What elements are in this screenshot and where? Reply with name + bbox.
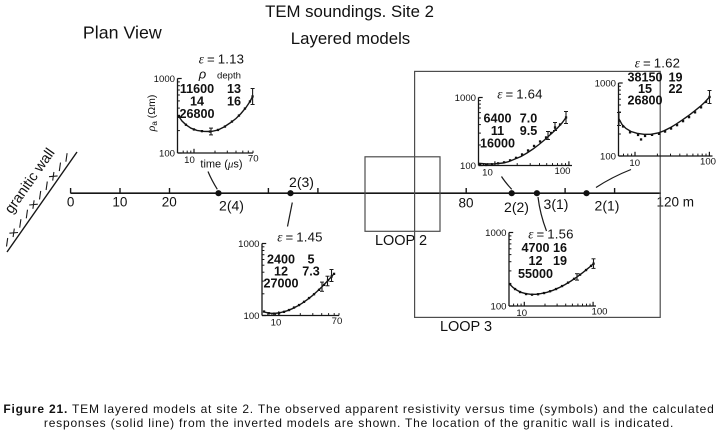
svg-text:2(2): 2(2) — [504, 199, 529, 215]
svg-text:16: 16 — [553, 241, 567, 255]
svg-text:12: 12 — [528, 254, 542, 268]
svg-text:19: 19 — [668, 71, 682, 85]
svg-text:depth: depth — [217, 70, 241, 81]
svg-text:100: 100 — [554, 166, 570, 177]
svg-text:10: 10 — [271, 317, 282, 328]
svg-text:26800: 26800 — [627, 94, 662, 108]
svg-text:9.5: 9.5 — [520, 124, 538, 138]
svg-text:100: 100 — [460, 161, 476, 172]
svg-text:granitic wall: granitic wall — [2, 146, 59, 217]
svg-text:10: 10 — [516, 308, 527, 319]
svg-text:100: 100 — [600, 151, 616, 162]
svg-text:TEM soundings. Site 2: TEM soundings. Site 2 — [265, 2, 434, 21]
svg-text:4700: 4700 — [521, 241, 549, 255]
svg-text:27000: 27000 — [263, 277, 298, 291]
svg-text:2(1): 2(1) — [595, 198, 620, 214]
svg-text:Plan View: Plan View — [83, 22, 162, 42]
svg-text:80: 80 — [458, 196, 473, 211]
svg-text:26800: 26800 — [179, 107, 214, 121]
svg-text:2(3): 2(3) — [289, 174, 314, 190]
svg-text:5: 5 — [307, 252, 314, 266]
svg-text:Layered models: Layered models — [291, 29, 410, 48]
svg-text:100: 100 — [700, 157, 716, 168]
svg-text:ε = 1.62: ε = 1.62 — [635, 56, 680, 71]
svg-text:LOOP 2: LOOP 2 — [375, 233, 427, 249]
svg-text:1000: 1000 — [154, 74, 175, 85]
svg-text:100: 100 — [243, 311, 259, 322]
svg-text:100: 100 — [490, 301, 506, 312]
svg-text:10: 10 — [112, 195, 127, 210]
svg-text:16: 16 — [227, 94, 241, 108]
svg-text:1000: 1000 — [238, 239, 259, 250]
svg-text:100: 100 — [159, 148, 175, 159]
svg-text:2400: 2400 — [267, 252, 295, 266]
svg-text:16000: 16000 — [480, 136, 515, 150]
svg-text:55000: 55000 — [518, 267, 553, 281]
svg-text:11: 11 — [491, 124, 504, 138]
svg-text:38150: 38150 — [627, 71, 662, 85]
svg-text:6400: 6400 — [483, 112, 511, 126]
svg-text:3(1): 3(1) — [544, 196, 569, 212]
svg-text:70: 70 — [332, 316, 343, 327]
svg-text:1000: 1000 — [485, 228, 506, 239]
svg-text:19: 19 — [553, 254, 567, 268]
svg-text:11600: 11600 — [180, 82, 214, 96]
svg-text:15: 15 — [638, 82, 652, 96]
svg-text:2(4): 2(4) — [219, 198, 244, 214]
svg-text:1000: 1000 — [595, 79, 616, 90]
svg-text:1000: 1000 — [455, 93, 476, 104]
svg-text:time (μs): time (μs) — [200, 159, 242, 171]
svg-text:12: 12 — [274, 265, 288, 279]
svg-text:13: 13 — [227, 82, 241, 96]
svg-text:22: 22 — [668, 82, 682, 96]
svg-text:7.0: 7.0 — [520, 112, 538, 126]
svg-text:ε = 1.64: ε = 1.64 — [497, 87, 542, 102]
svg-text:20: 20 — [162, 195, 177, 210]
svg-text:7.3: 7.3 — [302, 265, 320, 279]
svg-text:10: 10 — [482, 167, 493, 178]
svg-text:ε = 1.56: ε = 1.56 — [528, 226, 573, 241]
svg-text:10: 10 — [184, 155, 195, 166]
svg-text:ρa (Ωm): ρa (Ωm) — [144, 95, 159, 133]
svg-text:70: 70 — [248, 154, 259, 165]
svg-text:14: 14 — [190, 94, 204, 108]
svg-text:ρ: ρ — [198, 66, 207, 81]
svg-text:ε = 1.45: ε = 1.45 — [277, 230, 322, 245]
svg-text:10: 10 — [629, 158, 640, 169]
svg-text:LOOP 3: LOOP 3 — [440, 319, 492, 335]
svg-text:ε = 1.13: ε = 1.13 — [199, 52, 244, 67]
svg-text:0: 0 — [67, 195, 75, 210]
svg-text:100: 100 — [591, 307, 607, 318]
svg-text:120 m: 120 m — [657, 195, 695, 210]
